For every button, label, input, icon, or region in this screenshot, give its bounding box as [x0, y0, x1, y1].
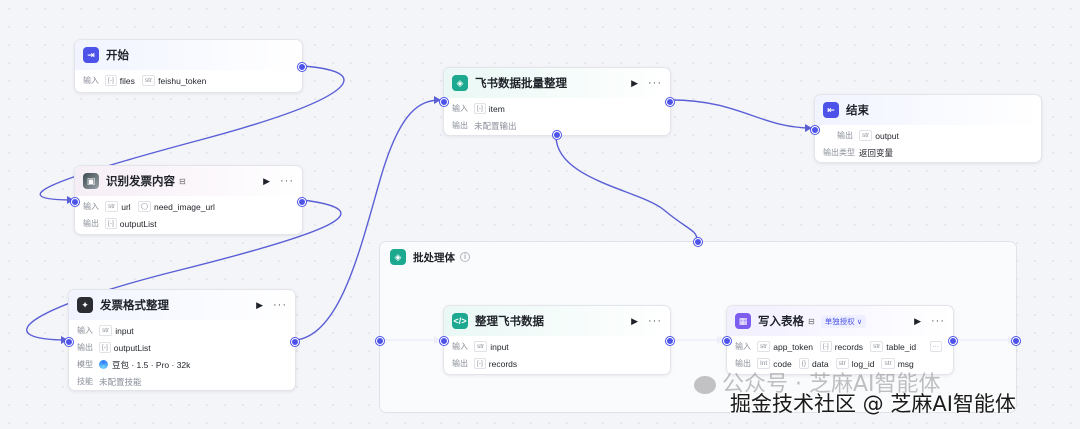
node-title: 结束 — [846, 105, 869, 117]
auth-badge[interactable]: 单独授权 ∨ — [820, 314, 867, 328]
node-title: 开始 — [106, 50, 129, 62]
node-header: ⇤ 结束 — [815, 95, 1041, 125]
input-port[interactable] — [440, 98, 448, 106]
model-name: 豆包 · 1.5 · Pro · 32k — [112, 359, 191, 370]
table-icon: ▦ — [735, 313, 751, 329]
note-icon: ⊟ — [808, 316, 815, 326]
node-title: 整理飞书数据 — [475, 316, 544, 328]
group-input-port[interactable] — [376, 337, 384, 345]
more-button[interactable]: ··· — [931, 315, 945, 327]
code-icon: </> — [452, 313, 468, 329]
output-port[interactable] — [666, 337, 674, 345]
output-port[interactable] — [298, 63, 306, 71]
node-title: 发票格式整理 — [100, 300, 169, 312]
llm-icon: ✦ — [77, 297, 93, 313]
batch-icon: ◈ — [452, 75, 468, 91]
run-button[interactable]: ▶ — [914, 315, 921, 326]
run-button[interactable]: ▶ — [256, 299, 263, 310]
param-name: files — [119, 75, 135, 86]
input-port[interactable] — [440, 337, 448, 345]
output-port[interactable] — [949, 337, 957, 345]
output-port[interactable] — [298, 198, 306, 206]
edge-batch-to-group — [555, 135, 698, 241]
edge-batch-to-end — [670, 99, 813, 129]
input-row: 输入 [-]item — [452, 103, 505, 114]
more-button[interactable]: ··· — [273, 299, 287, 311]
param-name: feishu_token — [158, 75, 207, 86]
output-row: 输出 [-]outputList — [77, 342, 151, 353]
node-header: ▣ 识别发票内容 ⊟ ▶ ··· — [75, 166, 302, 196]
model-icon — [99, 360, 108, 369]
skill-row: 技能 未配置技能 — [77, 376, 142, 387]
output-port[interactable] — [291, 338, 299, 346]
node-title: 飞书数据批量整理 — [475, 78, 567, 90]
run-button[interactable]: ▶ — [263, 175, 270, 186]
wechat-icon — [694, 376, 716, 394]
input-port[interactable] — [723, 337, 731, 345]
node-header: ▦ 写入表格 ⊟ 单独授权 ∨ ▶ ··· — [727, 306, 953, 336]
watermark-juejin: 掘金技术社区 @ 芝麻AI智能体 — [730, 392, 1016, 416]
batch-icon: ◈ — [390, 249, 406, 265]
more-button[interactable]: ··· — [648, 77, 662, 89]
bottom-port[interactable] — [553, 131, 561, 139]
model-row: 模型 豆包 · 1.5 · Pro · 32k — [77, 359, 191, 370]
output-row: 输出 [-]outputList — [83, 218, 157, 229]
group-top-port[interactable] — [694, 238, 702, 246]
node-title: 写入表格 — [758, 316, 804, 328]
run-button[interactable]: ▶ — [631, 315, 638, 326]
start-icon: ⇥ — [83, 47, 99, 63]
output-port[interactable] — [666, 98, 674, 106]
node-header: ◈ 飞书数据批量整理 ▶ ··· — [444, 68, 670, 98]
image-icon: ▣ — [83, 173, 99, 189]
more-button[interactable]: ··· — [648, 315, 662, 327]
watermark-wechat: 公众号 · 芝麻AI智能体 — [694, 366, 941, 398]
output-row: 输出 [-]records — [452, 358, 518, 369]
output-row: 输出 未配置输出 — [452, 120, 517, 131]
group-header: ◈ 批处理体 i — [380, 242, 1016, 272]
input-port[interactable] — [65, 338, 73, 346]
info-icon[interactable]: i — [460, 252, 470, 262]
group-output-port[interactable] — [1012, 337, 1020, 345]
input-port[interactable] — [811, 126, 819, 134]
node-header: </> 整理飞书数据 ▶ ··· — [444, 306, 670, 336]
node-header: ⇥ 开始 — [75, 40, 302, 70]
node-batch-clean[interactable]: ◈ 飞书数据批量整理 ▶ ··· 输入 [-]item 输出 未配置输出 — [440, 67, 674, 139]
node-title: 识别发票内容 — [106, 176, 175, 188]
group-title: 批处理体 — [413, 251, 455, 264]
run-button[interactable]: ▶ — [631, 77, 638, 88]
more-button[interactable]: ··· — [280, 175, 294, 187]
end-icon: ⇤ — [823, 102, 839, 118]
note-icon: ⊟ — [179, 176, 186, 186]
node-header: ✦ 发票格式整理 ▶ ··· — [69, 290, 295, 320]
more-params[interactable]: ··· — [929, 341, 942, 352]
input-port[interactable] — [71, 198, 79, 206]
output-type-row: 输出类型 返回变量 — [823, 147, 894, 158]
